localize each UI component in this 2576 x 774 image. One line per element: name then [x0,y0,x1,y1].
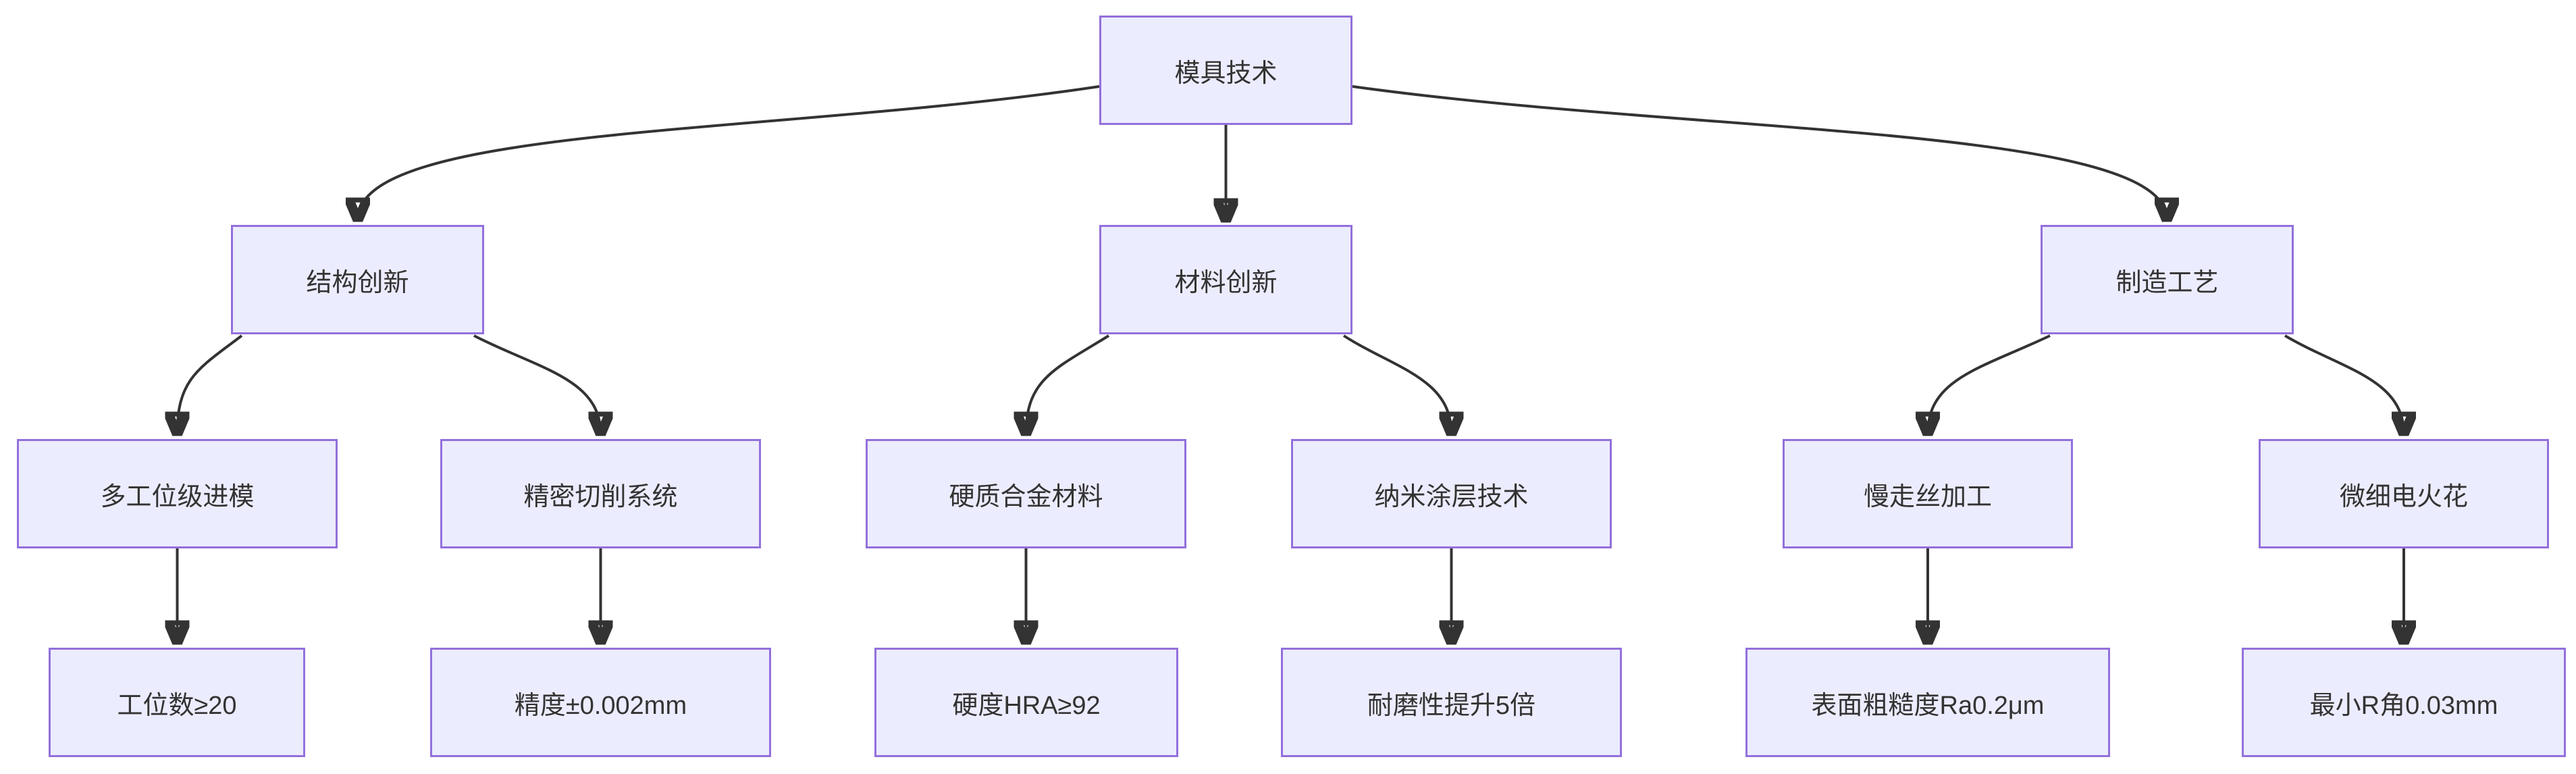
node-slow-wire-edm: 慢走丝加工 [1783,439,2073,548]
edge-process-wire [1928,334,2051,434]
edge-root-struct [358,85,1100,220]
node-precision-cutting-system: 精密切削系统 [440,439,761,548]
node-structural-innovation: 结构创新 [231,225,484,334]
node-hardness-spec: 硬度HRA≥92 [874,648,1178,757]
node-carbide-material: 硬质合金材料 [866,439,1186,548]
node-wear-resistance-spec: 耐磨性提升5倍 [1281,648,1622,757]
node-root-mold-technology: 模具技术 [1099,16,1352,125]
node-precision-spec: 精度±0.002mm [430,648,771,757]
edge-material-carbide [1026,334,1110,434]
node-material-innovation: 材料创新 [1099,225,1352,334]
edge-process-micro [2284,334,2404,434]
node-micro-edm: 微细电火花 [2259,439,2549,548]
node-manufacturing-process: 制造工艺 [2041,225,2294,334]
edge-material-nano [1342,334,1452,434]
edge-struct-multi [178,334,243,434]
node-station-count-spec: 工位数≥20 [49,648,305,757]
node-surface-roughness-spec: 表面粗糙度Ra0.2μm [1745,648,2110,757]
node-nano-coating-technology: 纳米涂层技术 [1291,439,1612,548]
node-min-radius-spec: 最小R角0.03mm [2242,648,2566,757]
node-multi-station-progressive-die: 多工位级进模 [17,439,338,548]
edge-root-process [1352,85,2167,220]
edge-struct-precut [473,334,601,434]
